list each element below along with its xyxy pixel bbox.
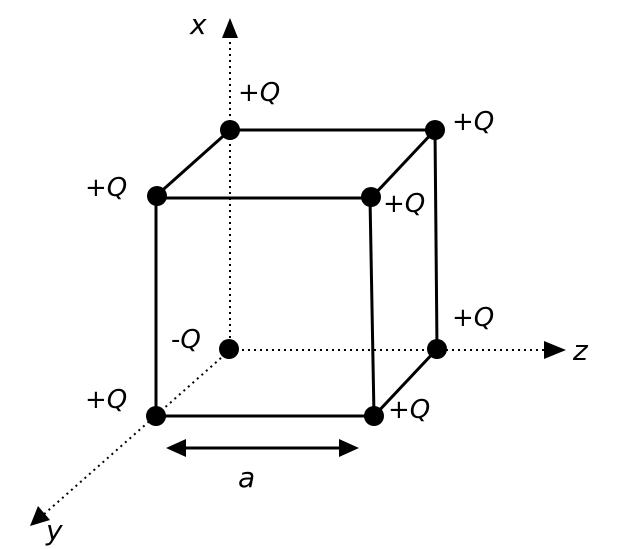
charge-dot-bottom-back-left: [219, 339, 239, 359]
charge-dot-top-front-right: [361, 187, 381, 207]
charge-dots: [146, 120, 447, 426]
y-axis-arrowhead: [30, 506, 50, 526]
z-axis-arrowhead: [544, 341, 566, 359]
charge-dot-top-front-left: [147, 186, 167, 206]
y-axis: [41, 349, 231, 517]
x-axis-arrowhead: [222, 18, 238, 38]
x-axis-label: x: [189, 8, 207, 41]
charge-label-bottom-back-right: +Q: [452, 303, 494, 333]
dimension-arrowhead-left: [166, 439, 186, 457]
axis-arrowheads: [30, 18, 566, 526]
edge-top-left: [155, 128, 231, 198]
edge-bottom-right: [372, 347, 439, 418]
charge-label-top-front-right: +Q: [383, 189, 425, 219]
charge-dot-bottom-front-left: [146, 406, 166, 426]
charge-label-bottom-front-left: +Q: [85, 385, 127, 415]
charge-label-top-back-right: +Q: [452, 107, 494, 137]
dimension-arrowhead-right: [339, 439, 359, 457]
cube-edges: [154, 128, 439, 418]
charge-label-top-back-left: +Q: [238, 78, 280, 108]
edge-top-right: [370, 128, 437, 199]
charge-label-bottom-back-left: -Q: [171, 325, 201, 355]
charge-dot-top-back-right: [425, 120, 445, 140]
dimension-label: a: [238, 461, 255, 494]
charge-dot-bottom-back-right: [427, 339, 447, 359]
charge-dot-bottom-front-right: [364, 406, 384, 426]
charge-label-bottom-front-right: +Q: [388, 395, 430, 425]
edge-front-right: [368, 197, 376, 417]
coordinate-axes: [41, 36, 545, 517]
z-axis-label: z: [572, 334, 589, 367]
y-axis-label: y: [45, 514, 63, 547]
edge-back-right: [433, 129, 439, 350]
charge-dot-top-back-left: [220, 120, 240, 140]
charge-label-top-front-left: +Q: [85, 173, 127, 203]
